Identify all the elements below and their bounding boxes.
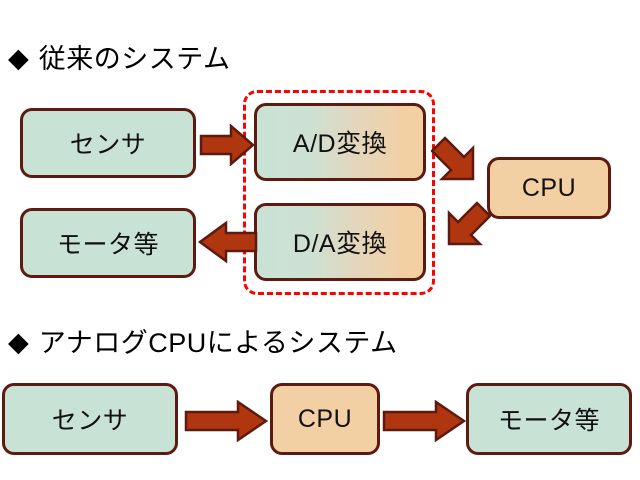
node-ad-converter-label: A/D変換 [292, 130, 388, 158]
section-heading-conventional-label: 従来のシステム [38, 44, 231, 74]
arrow-down-left-cpu-to-da-icon [431, 198, 492, 256]
arrow-right-sensor-to-ad-icon [199, 123, 255, 167]
converter-highlight-group [243, 90, 435, 295]
node-motor-top[interactable]: モータ等 [20, 208, 196, 278]
arrow-right-sensor-to-cpu-icon [184, 399, 269, 443]
node-cpu-top-label: CPU [521, 173, 577, 202]
node-motor-top-label: モータ等 [56, 231, 159, 259]
node-cpu-top[interactable]: CPU [487, 157, 611, 219]
node-da-converter[interactable]: D/A変換 [254, 203, 426, 281]
node-cpu-bottom-label: CPU [297, 404, 353, 433]
arrow-left-da-to-motor-icon [196, 220, 258, 264]
node-cpu-bottom[interactable]: CPU [270, 383, 380, 455]
diamond-bullet-icon: ◆ [8, 327, 29, 357]
section-heading-analog-cpu: ◆ アナログCPUによるシステム [8, 327, 398, 358]
node-sensor-top[interactable]: センサ [20, 108, 196, 178]
diamond-bullet-icon: ◆ [8, 43, 29, 73]
node-sensor-bottom-label: センサ [51, 407, 129, 435]
section-heading-analog-cpu-label: アナログCPUによるシステム [38, 328, 398, 358]
node-motor-bottom-label: モータ等 [497, 407, 600, 435]
section-heading-conventional: ◆ 従来のシステム [8, 43, 231, 74]
node-motor-bottom[interactable]: モータ等 [466, 383, 632, 455]
node-sensor-bottom[interactable]: センサ [2, 383, 178, 455]
arrow-down-right-ad-to-cpu-icon [430, 133, 491, 191]
node-sensor-top-label: センサ [69, 131, 147, 159]
arrow-right-cpu-to-motor-icon [382, 399, 467, 443]
node-da-converter-label: D/A変換 [292, 230, 388, 258]
node-ad-converter[interactable]: A/D変換 [254, 103, 426, 181]
